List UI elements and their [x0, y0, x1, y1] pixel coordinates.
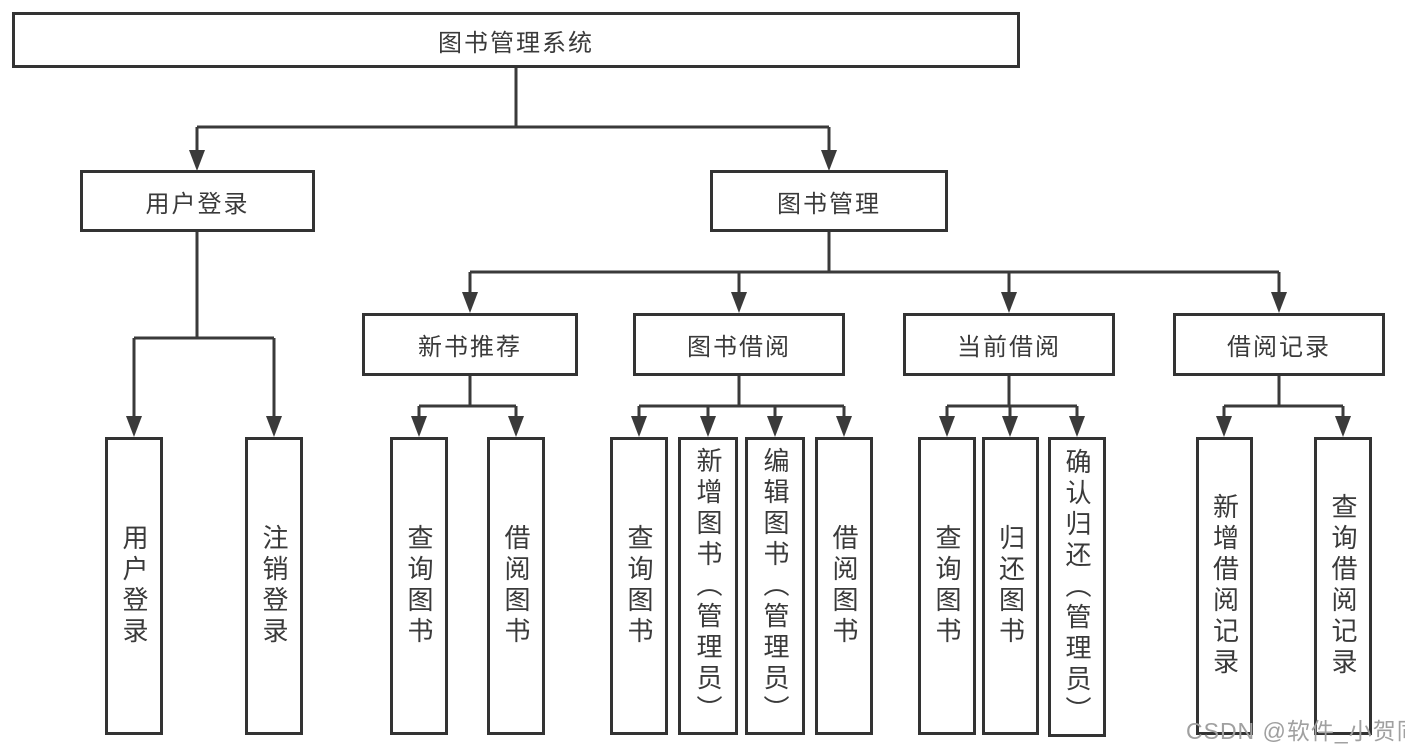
node-root: 图书管理系统	[12, 12, 1020, 68]
node-book-borrowing: 图书借阅	[633, 313, 845, 376]
leaf-add-borrow-record: 新增借阅记录	[1196, 437, 1253, 735]
leaf-query-borrow-record: 查询借阅记录	[1314, 437, 1372, 735]
leaf-confirm-return-admin: 确认归还（管理员）	[1048, 437, 1106, 737]
leaf-user-login: 用户登录	[105, 437, 163, 735]
node-user-login: 用户登录	[80, 170, 315, 232]
leaf-query-books-current: 查询图书	[918, 437, 976, 735]
leaf-query-books-borrowing: 查询图书	[610, 437, 668, 735]
leaf-logout-login: 注销登录	[245, 437, 303, 735]
leaf-add-books-admin: 新增图书（管理员）	[678, 437, 738, 735]
csdn-watermark: CSDN @软件_小贺同学	[1186, 718, 1405, 744]
node-borrowing-records: 借阅记录	[1173, 313, 1385, 376]
node-book-management: 图书管理	[710, 170, 948, 232]
leaf-query-books-recommend: 查询图书	[390, 437, 448, 735]
leaf-borrow-books-recommend: 借阅图书	[487, 437, 545, 735]
node-current-borrowing: 当前借阅	[903, 313, 1115, 376]
leaf-borrow-books-borrowing: 借阅图书	[815, 437, 873, 735]
leaf-return-books: 归还图书	[982, 437, 1039, 735]
leaf-edit-books-admin: 编辑图书（管理员）	[745, 437, 805, 735]
node-new-book-recommend: 新书推荐	[362, 313, 578, 376]
